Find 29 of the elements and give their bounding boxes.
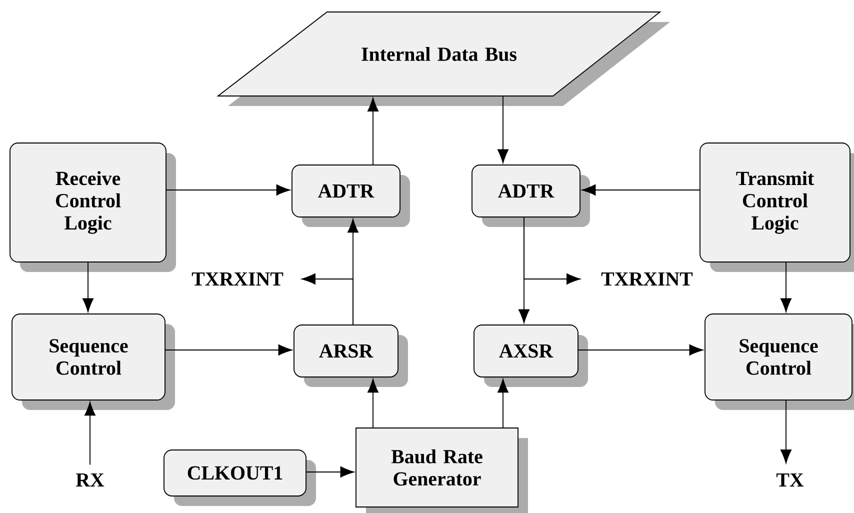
arrow — [578, 344, 704, 356]
arrow — [165, 344, 292, 356]
arrow — [306, 466, 354, 478]
arrow — [582, 184, 700, 196]
arrow — [368, 98, 378, 165]
signal-label: TXRXINT — [601, 272, 693, 286]
arrow — [780, 262, 792, 312]
signal-label: RX — [76, 473, 104, 486]
process-box: Baud Rate Generator — [356, 428, 528, 513]
signal-label: TX — [776, 473, 804, 486]
process-box: Sequence Control — [12, 314, 175, 410]
arrow — [498, 378, 508, 428]
arrow — [498, 96, 508, 164]
process-box: ADTR — [472, 164, 590, 227]
process-box: Sequence Control — [704, 314, 854, 410]
arrow — [82, 262, 94, 312]
process-box: ADTR — [292, 164, 410, 227]
process-box: CLKOUT1 — [164, 450, 316, 506]
process-box: Transmit Control Logic — [700, 142, 854, 272]
arrow — [524, 217, 580, 284]
arrow — [166, 184, 290, 196]
process-box: ARSR — [294, 324, 408, 387]
arrow — [302, 273, 354, 325]
arrow — [84, 402, 96, 466]
process-box: AXSR — [474, 324, 588, 387]
arrow — [780, 400, 792, 464]
arrow — [368, 378, 378, 428]
signal-label: TXRXINT — [192, 272, 284, 286]
process-box: Receive Control Logic — [10, 142, 176, 272]
